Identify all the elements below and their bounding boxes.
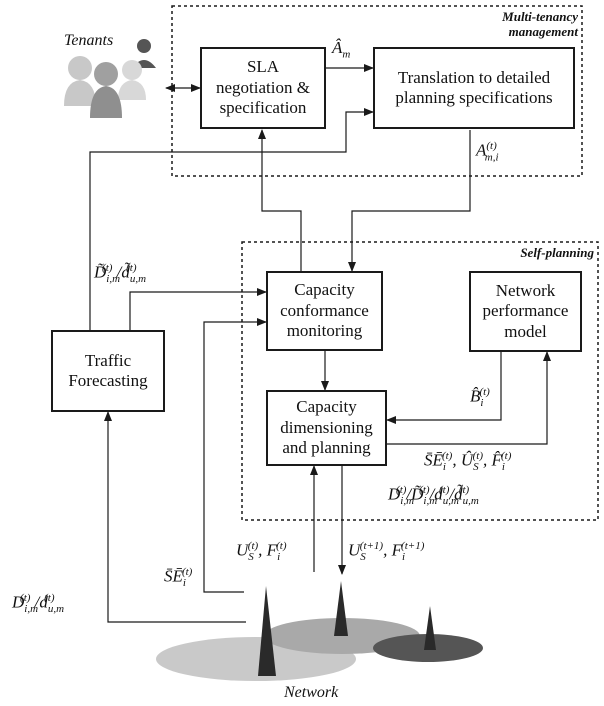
traffic-to-translation-arrow	[89, 108, 374, 330]
translation-to-conformance-arrow	[348, 130, 471, 272]
base-station-tower	[424, 606, 436, 650]
self-planning-region	[241, 241, 599, 521]
dimensioning-to-npm-arrow	[387, 351, 551, 445]
base-station-tower	[334, 581, 348, 636]
a-hat-label: Âm	[332, 38, 351, 61]
us-fi-label: US(t), Fi(t)	[236, 540, 287, 564]
network-to-traffic-arrow	[104, 411, 246, 623]
a-mi-label: A(t)m,i	[476, 140, 499, 164]
traffic-forecasting-box: Traffic Forecasting	[51, 330, 165, 412]
network-to-conformance-arrow	[203, 318, 267, 593]
se-u-f-hat-label: S̄Ēi(t), ÛS(t), F̂i(t)	[424, 450, 512, 474]
conformance-to-sla-arrow	[258, 129, 302, 271]
base-station-tower	[258, 586, 276, 676]
traffic-to-conformance-arrow	[129, 288, 267, 330]
translation-box: Translation to detailed planning specifi…	[373, 47, 575, 129]
b-hat-label: B̂i(t)	[470, 386, 490, 410]
se-label: S̄Ēi(t)	[164, 566, 193, 590]
conformance-box: Capacity conformance monitoring	[266, 271, 383, 351]
tenants-label: Tenants	[64, 32, 114, 49]
dimensioning-box: Capacity dimensioning and planning	[266, 390, 387, 466]
d-tilde-label: D̃i,m(t) /d̃u,m(t)	[94, 262, 147, 286]
sla-box: SLA negotiation & specification	[200, 47, 326, 129]
npm-box: Network performance model	[469, 271, 582, 352]
d-network-label: Di,m(t) /du,m(t)	[12, 592, 65, 616]
multi-tenancy-label: Multi-tenancy management	[502, 9, 578, 39]
d-combined-label: Di,m(t)/D̃i,m(t)/du,m(t)/d̃u,m(t)	[388, 484, 479, 508]
tenants-icon	[64, 39, 156, 118]
npm-to-dimensioning-arrow	[386, 352, 502, 424]
self-planning-label: Self-planning	[520, 245, 594, 260]
us-fi-next-label: US(t+1), Fi(t+1)	[348, 540, 425, 564]
network-label: Network	[284, 684, 339, 701]
